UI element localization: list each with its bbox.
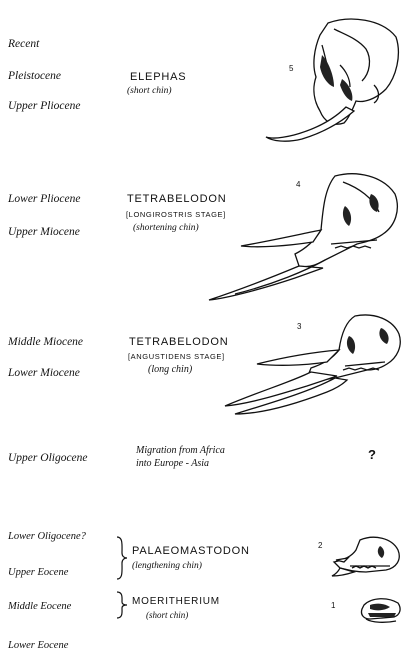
brace-palaeomastodon-icon	[115, 535, 129, 581]
migration-note-line1: Migration from Africa	[136, 445, 225, 456]
chin-note-elephas: (short chin)	[127, 86, 172, 96]
epoch-upper-eocene: Upper Eocene	[8, 567, 68, 578]
genus-palaeomastodon: PALAEOMASTODON	[132, 545, 250, 557]
stage-number-2: 2	[318, 541, 322, 550]
stage-number-1: 1	[331, 601, 335, 610]
chin-note-moeritherium: (short chin)	[146, 610, 188, 620]
epoch-lower-pliocene: Lower Pliocene	[8, 193, 81, 205]
moeritherium-skull-icon	[356, 595, 404, 627]
epoch-upper-oligocene: Upper Oligocene	[8, 452, 88, 464]
epoch-lower-miocene: Lower Miocene	[8, 367, 80, 379]
genus-elephas: ELEPHAS	[130, 71, 186, 83]
unknown-form-question-mark: ?	[368, 447, 376, 462]
brace-moeritherium-icon	[115, 590, 129, 620]
elephas-skull-icon	[262, 15, 402, 150]
genus-moeritherium: MOERITHERIUM	[132, 596, 220, 607]
genus-tetrabelodon-angustidens: TETRABELODON	[129, 336, 228, 348]
palaeomastodon-skull-icon	[330, 532, 404, 580]
epoch-lower-oligocene: Lower Oligocene?	[8, 531, 86, 542]
tetrabelodon-longirostris-skull-icon	[195, 168, 405, 308]
stage-label-angustidens: [ANGUSTIDENS STAGE]	[128, 352, 225, 361]
epoch-upper-pliocene: Upper Pliocene	[8, 100, 81, 112]
tetrabelodon-angustidens-skull-icon	[215, 310, 405, 420]
epoch-pleistocene: Pleistocene	[8, 70, 61, 82]
epoch-middle-eocene: Middle Eocene	[8, 601, 71, 612]
chin-note-palaeomastodon: (lengthening chin)	[132, 561, 202, 571]
epoch-recent: Recent	[8, 38, 39, 50]
chin-note-angustidens: (long chin)	[148, 364, 192, 375]
epoch-upper-miocene: Upper Miocene	[8, 226, 80, 238]
epoch-lower-eocene: Lower Eocene	[8, 640, 68, 651]
migration-note-line2: into Europe - Asia	[136, 458, 209, 469]
epoch-middle-miocene: Middle Miocene	[8, 336, 83, 348]
chin-note-longirostris: (shortening chin)	[133, 223, 199, 233]
